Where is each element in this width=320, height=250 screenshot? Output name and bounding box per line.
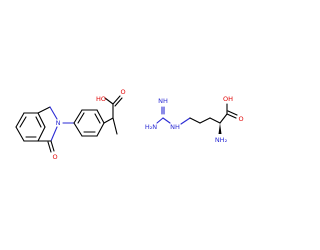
molecule-1: N O xyxy=(15,88,126,161)
bond xyxy=(15,112,25,128)
ring-nitrogen-label: N xyxy=(56,119,61,127)
bond xyxy=(162,117,171,124)
chemical-structure-drawing: N O xyxy=(15,88,244,161)
bond xyxy=(104,97,114,105)
bond xyxy=(112,117,118,135)
bond xyxy=(96,122,105,137)
bond xyxy=(37,112,46,128)
bond xyxy=(77,112,85,124)
bond xyxy=(73,122,83,137)
lactam-ring xyxy=(37,106,58,153)
bond xyxy=(94,113,101,124)
alpha-amine-wedge xyxy=(218,123,222,134)
bond xyxy=(73,109,83,124)
bond xyxy=(50,140,55,152)
bond xyxy=(114,97,123,107)
acid-oxygen-label-2: O xyxy=(238,115,243,123)
bond xyxy=(49,106,58,120)
bond xyxy=(209,117,221,124)
acid-oxygen-label: O xyxy=(120,88,125,96)
bond xyxy=(96,109,105,124)
bond xyxy=(47,141,52,153)
bond xyxy=(219,113,228,124)
bond xyxy=(50,126,58,142)
bond xyxy=(37,126,46,142)
guanidine-group xyxy=(156,106,171,124)
alpha-amine-label: NH₂ xyxy=(215,136,228,144)
acid-hydroxyl-label: HO xyxy=(96,95,106,103)
acid-hydroxyl-label-2: OH xyxy=(223,95,233,103)
bond xyxy=(112,95,121,105)
carboxyl-group xyxy=(219,103,238,124)
bond xyxy=(180,117,191,125)
aliphatic-chain xyxy=(180,117,221,125)
amino-label: H₂N xyxy=(145,123,157,131)
molecule-2: NH H₂N NH OH O NH₂ xyxy=(145,95,244,144)
structure-canvas: N O xyxy=(15,88,244,161)
bond xyxy=(103,117,114,124)
bond xyxy=(226,113,237,119)
carbonyl-oxygen-label: O xyxy=(52,153,57,161)
bond xyxy=(227,110,238,116)
bond xyxy=(19,116,27,128)
phenyl-ring xyxy=(73,109,105,137)
propanoic-acid-chain xyxy=(103,95,123,135)
bond xyxy=(199,117,211,124)
imine-label: NH xyxy=(158,97,168,105)
benzo-ring xyxy=(15,112,46,142)
bond xyxy=(37,106,51,114)
bond xyxy=(15,126,25,142)
bond xyxy=(189,117,201,124)
bond xyxy=(35,116,42,128)
bond xyxy=(156,117,164,124)
linker-nh-label: NH xyxy=(170,123,180,131)
